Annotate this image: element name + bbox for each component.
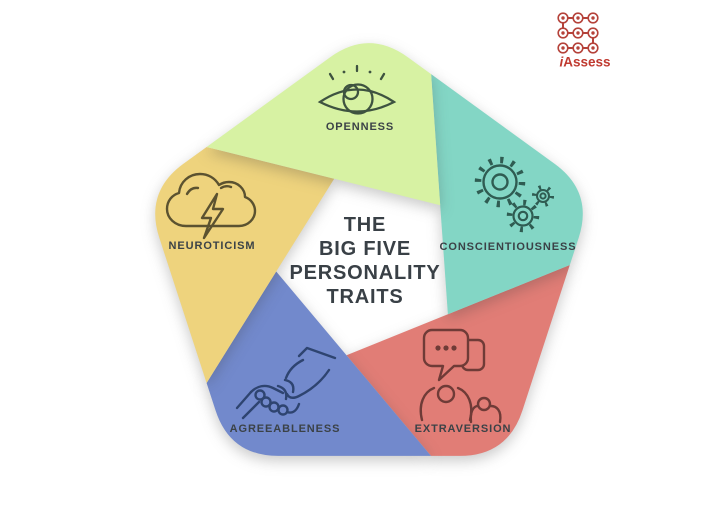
label-extraversion: EXTRAVERSION	[414, 423, 512, 435]
gears-icon	[474, 156, 555, 233]
label-agreeableness: AGREEABLENESS	[229, 423, 341, 435]
label-neuroticism: NEUROTICISM	[168, 240, 256, 252]
segment-conscientiousness	[431, 74, 583, 315]
handshake-icon	[235, 346, 337, 420]
label-conscientiousness: CONSCIENTIOUSNESS	[439, 241, 577, 253]
iassess-logo-icon	[557, 12, 599, 54]
brand-i: i	[559, 54, 564, 70]
label-openness: OPENNESS	[325, 121, 395, 133]
segment-openness	[206, 43, 441, 206]
title-line-3: PERSONALITY	[289, 262, 441, 284]
speech-bubble-people-icon	[419, 328, 502, 424]
center-title: THE BIG FIVE PERSONALITY TRAITS	[289, 213, 440, 309]
brand-wordmark: iAssess	[559, 55, 610, 70]
title-line-2: BIG FIVE	[319, 238, 411, 260]
eye-sparkle-icon	[317, 64, 397, 115]
segment-agreeableness	[206, 271, 431, 456]
title-line-4: TRAITS	[326, 286, 404, 308]
storm-cloud-lightning-icon	[165, 172, 257, 240]
brand-rest: Assess	[563, 54, 611, 70]
segment-neuroticism	[155, 147, 335, 383]
title-line-1: THE	[343, 214, 387, 236]
